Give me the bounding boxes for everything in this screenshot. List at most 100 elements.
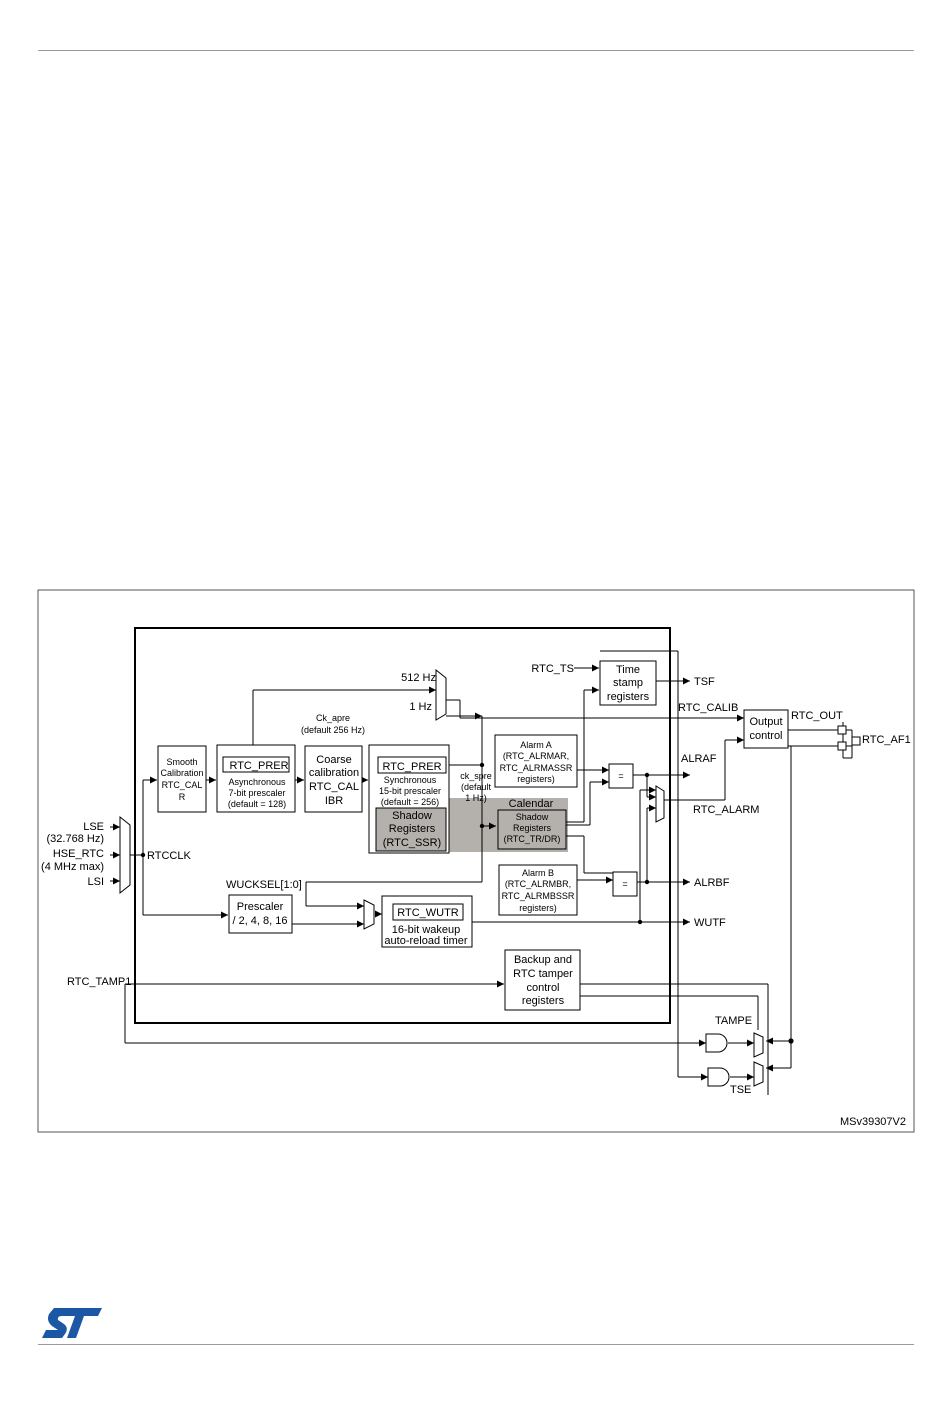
shadow-ssr-line-1: Shadow <box>392 810 432 822</box>
backup-line-1: Backup and <box>514 954 572 966</box>
alarm-b-line-3: RTC_ALRMBSSR <box>502 891 575 901</box>
input-clock-mux <box>119 815 131 895</box>
rtc-ts-label: RTC_TS <box>531 663 574 675</box>
lsi-label: LSI <box>87 876 104 888</box>
shadow-ssr-line-3: (RTC_SSR) <box>383 837 441 849</box>
prescaler-block <box>228 894 293 934</box>
timestamp-and-gate <box>707 1067 730 1087</box>
async-prer-desc-3: (default = 128) <box>228 799 286 809</box>
hse-freq-label: (4 MHz max) <box>41 861 104 873</box>
calendar-shadow-3: (RTC_TR/DR) <box>504 834 561 844</box>
alarm-a-line-1: Alarm A <box>520 740 552 750</box>
rtc-out-pad-2 <box>837 741 847 751</box>
coarse-cal-line-3: RTC_CAL <box>309 781 359 793</box>
wakeup-clock-mux <box>363 899 375 930</box>
ck-spre-default: (default <box>461 782 492 792</box>
rtc-tamp1-label: RTC_TAMP1 <box>67 976 131 988</box>
alarm-b-line-2: (RTC_ALRMBR, <box>505 879 571 889</box>
shadow-ssr-line-2: Registers <box>389 823 436 835</box>
ck-apre-label: Ck_apre <box>316 713 350 723</box>
wutr-desc-1: 16-bit wakeup <box>392 924 461 936</box>
smooth-calibration-block <box>157 745 207 813</box>
alarm-a-line-3: RTC_ALRMASSR <box>500 763 573 773</box>
rtc-out-label: RTC_OUT <box>791 710 843 722</box>
sync-prer-reg-label: RTC_PRER <box>382 761 441 773</box>
async-prer-reg-label: RTC_PRER <box>229 760 288 772</box>
tamper-and-gate <box>705 1033 728 1053</box>
rtc-alarm-label: RTC_ALARM <box>693 804 759 816</box>
timestamp-line-3: registers <box>607 691 650 703</box>
smooth-cal-line-1: Smooth <box>166 757 197 767</box>
alarm-output-mux <box>655 785 665 823</box>
hz1-label: 1 Hz <box>409 701 432 713</box>
alarm-a-block <box>494 734 578 788</box>
sync-prer-desc-1: Synchronous <box>384 775 437 785</box>
alarm-a-eq: = <box>618 771 623 781</box>
backup-tamper-block <box>504 949 581 1011</box>
alrbf-label: ALRBF <box>694 877 730 889</box>
st-logo <box>42 1308 102 1338</box>
alarm-b-line-4: registers) <box>519 903 557 913</box>
rtcclk-label: RTCCLK <box>147 850 191 862</box>
output-control-line-2: control <box>749 730 782 742</box>
ck-spre-label: ck_spre <box>460 771 492 781</box>
tse-label: TSE <box>730 1084 751 1096</box>
timestamp-block <box>599 660 657 706</box>
wutf-label: WUTF <box>694 917 726 929</box>
rtc-af1-label: RTC_AF1 <box>862 734 911 746</box>
smooth-cal-line-4: R <box>179 792 186 802</box>
junction-dots <box>140 762 794 1044</box>
timestamp-mux <box>753 1061 764 1087</box>
coarse-cal-line-4: IBR <box>325 795 343 807</box>
async-prer-desc-2: 7-bit prescaler <box>228 788 285 798</box>
prescaler-line-1: Prescaler <box>237 901 284 913</box>
alarm-b-eq: = <box>622 879 627 889</box>
alarm-a-line-2: (RTC_ALRMAR, <box>503 751 569 761</box>
coarse-calibration-block <box>304 745 363 813</box>
tampe-label: TAMPE <box>715 1015 752 1027</box>
alarm-a-line-4: registers) <box>517 774 555 784</box>
rtc-out-pad <box>837 725 847 735</box>
coarse-cal-line-1: Coarse <box>316 754 351 766</box>
wutr-desc-2: auto-reload timer <box>384 935 467 947</box>
timestamp-line-2: stamp <box>613 677 643 689</box>
alarm-b-comparator <box>612 871 638 897</box>
alarm-b-block <box>498 864 578 916</box>
backup-line-2: RTC tamper <box>513 968 573 980</box>
sync-prer-desc-2: 15-bit prescaler <box>379 786 441 796</box>
figure-id: MSv39307V2 <box>840 1116 906 1128</box>
calendar-shadow-2: Registers <box>513 823 552 833</box>
alarm-b-line-1: Alarm B <box>522 868 554 878</box>
shadow-ssr-block <box>375 807 447 852</box>
rtc-calib-label: RTC_CALIB <box>678 702 738 714</box>
backup-line-3: control <box>526 982 559 994</box>
smooth-cal-line-2: Calibration <box>160 768 203 778</box>
smooth-cal-line-3: RTC_CAL <box>162 780 203 790</box>
sync-prer-register <box>377 756 447 774</box>
timestamp-line-1: Time <box>616 664 640 676</box>
footer-rule <box>38 1344 914 1345</box>
calendar-shadow-1: Shadow <box>516 812 549 822</box>
lse-freq-label: (32.768 Hz) <box>47 833 104 845</box>
calib-output-mux <box>435 668 447 721</box>
output-control-block <box>743 709 789 749</box>
sync-prer-desc-3: (default = 256) <box>381 797 439 807</box>
calendar-shadow-block <box>497 809 567 850</box>
backup-line-4: registers <box>522 995 565 1007</box>
ck-apre-default: (default 256 Hz) <box>301 725 365 735</box>
alraf-label: ALRAF <box>681 753 717 765</box>
alarm-a-comparator <box>608 763 634 789</box>
coarse-cal-line-2: calibration <box>309 767 359 779</box>
tamper-mux <box>753 1032 764 1058</box>
tsf-label: TSF <box>694 676 715 688</box>
rtc-af1-pad <box>851 736 861 746</box>
async-prer-desc-1: Asynchronous <box>228 777 286 787</box>
ck-spre-value: 1 Hz) <box>465 793 487 803</box>
wires <box>110 650 853 1095</box>
output-control-line-1: Output <box>749 716 782 728</box>
async-prer-register <box>222 756 290 773</box>
async-prescaler-block <box>216 744 296 813</box>
wutr-reg-label: RTC_WUTR <box>397 907 459 919</box>
lse-label: LSE <box>83 821 104 833</box>
